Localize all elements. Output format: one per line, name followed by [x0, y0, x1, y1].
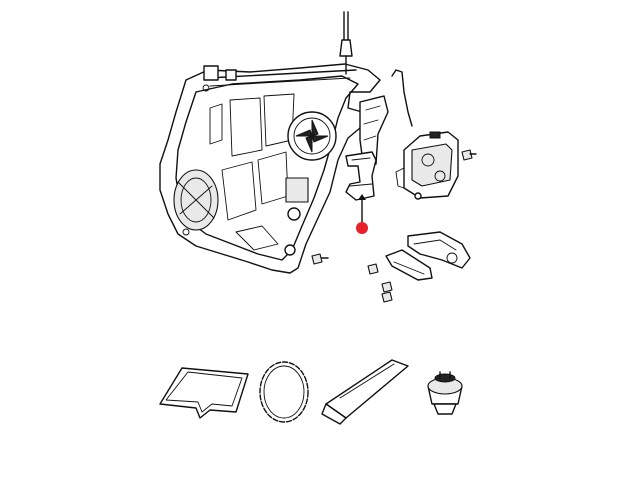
window-regulator-icon	[339, 11, 353, 75]
door-module-panel-icon	[159, 63, 381, 274]
foam-block-icon	[321, 359, 409, 425]
latch-cover-icon	[385, 231, 471, 281]
window-regulator-motor-icon	[359, 95, 389, 171]
speaker-icon	[427, 371, 463, 415]
latch-bracket-icon	[345, 151, 377, 201]
screw-icon	[311, 149, 477, 303]
vapor-barrier-icon	[159, 367, 249, 419]
door-latch-icon	[395, 131, 459, 200]
speaker-seal-icon	[259, 361, 309, 423]
latch-link-rod-icon	[391, 69, 413, 127]
callout-marker[interactable]	[356, 194, 368, 234]
